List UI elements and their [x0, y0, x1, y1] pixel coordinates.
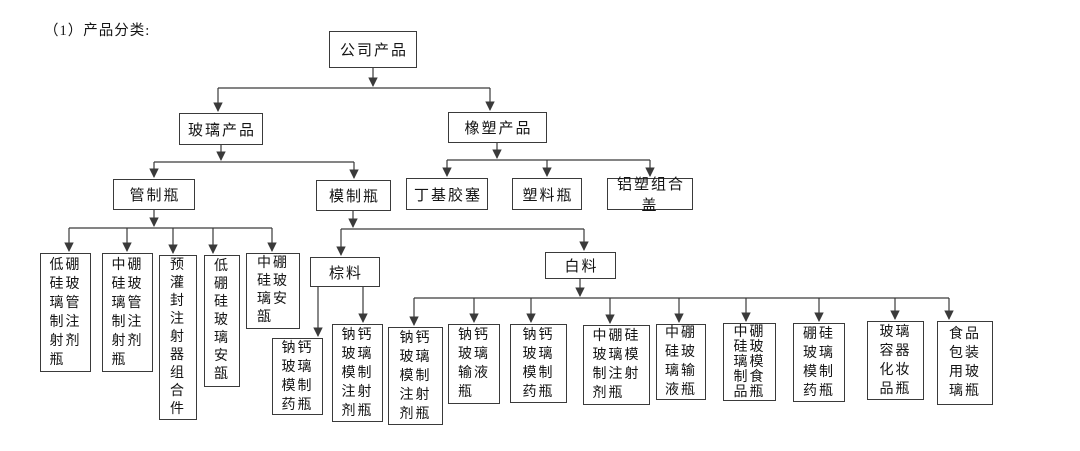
node-tube-bottle: 管制瓶 — [113, 179, 195, 210]
edge-group-glass — [149, 145, 359, 179]
node-mid-boro-tube-injection-vial: 中硼 硅玻 璃管 制注 射剂 瓶 — [102, 253, 153, 372]
node-soda-lime-molded-injection-vial: 钠钙 玻璃 模制 注射 剂瓶 — [388, 327, 443, 425]
edge-group-company — [213, 68, 495, 112]
node-mid-boro-molded-food-bottle: 中硼 硅玻 璃模 制食 品瓶 — [723, 323, 776, 401]
diagram-caption: （1）产品分类: — [44, 23, 151, 39]
node-company-products: 公司产品 — [329, 31, 417, 68]
node-white-material: 白料 — [545, 252, 616, 279]
node-soda-lime-infusion-bottle: 钠钙 玻璃 输液 瓶 — [448, 324, 500, 404]
node-glass-products: 玻璃产品 — [179, 113, 263, 145]
node-plastic-bottle: 塑料瓶 — [512, 178, 582, 210]
node-mid-boro-ampoule: 中硼 硅玻 璃安 瓿 — [246, 253, 300, 329]
node-prefilled-syringe-assembly: 预 灌 封 注 射 器 组 合 件 — [159, 255, 197, 420]
edge-group-white — [409, 279, 954, 326]
node-glass-cosmetic-bottle: 玻璃 容器 化妆 品瓶 — [867, 321, 924, 400]
node-butyl-stopper: 丁基胶塞 — [406, 178, 488, 210]
edge-group-rubber — [442, 143, 655, 177]
node-mid-boro-molded-injection-vial: 中硼硅 玻璃模 制注射 剂瓶 — [583, 325, 650, 405]
node-mid-boro-infusion-bottle: 中硼 硅玻 璃输 液瓶 — [656, 324, 706, 400]
node-soda-lime-molded-medicine-bottle-brown: 钠钙 玻璃 模制 药瓶 — [272, 338, 323, 415]
node-boro-molded-medicine-bottle: 硼硅 玻璃 模制 药瓶 — [793, 323, 845, 402]
node-low-boro-tube-injection-vial: 低硼 硅玻 璃管 制注 射剂 瓶 — [40, 253, 91, 372]
node-soda-lime-molded-injection-vial-brown: 钠钙 玻璃 模制 注射 剂瓶 — [332, 324, 383, 422]
node-low-boro-ampoule: 低 硼 硅 玻 璃 安 瓿 — [204, 255, 240, 387]
node-rubber-plastic-products: 橡塑产品 — [448, 112, 547, 143]
edge-group-molded — [336, 211, 589, 256]
node-food-packaging-glass-bottle: 食品 包装 用玻 璃瓶 — [937, 321, 993, 405]
node-soda-lime-molded-medicine-bottle: 钠钙 玻璃 模制 药瓶 — [510, 324, 567, 403]
node-molded-bottle: 模制瓶 — [316, 180, 391, 211]
node-alu-plastic-cap: 铝塑组合盖 — [607, 177, 693, 214]
node-brown-material: 棕料 — [310, 257, 380, 287]
edge-group-tube — [64, 210, 277, 254]
